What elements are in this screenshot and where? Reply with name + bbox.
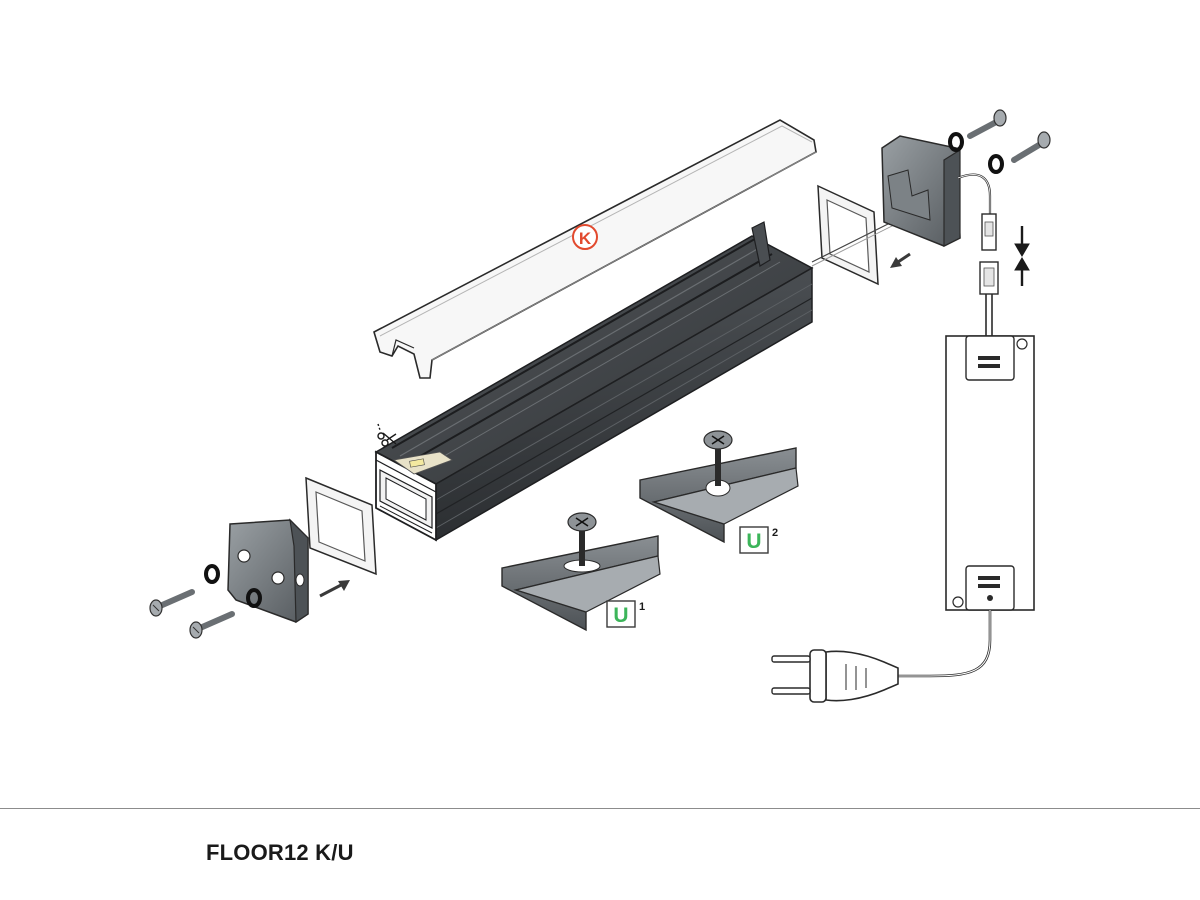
- power-cable-to-profile: [811, 217, 901, 267]
- scissors-icon: [377, 423, 397, 447]
- mount-label-1-badge: U 1: [606, 600, 645, 628]
- mounting-clip-1: [501, 512, 661, 632]
- connector-male: [981, 213, 997, 251]
- mount-label-2-index: 2: [772, 527, 778, 539]
- connect-arrows-icon: [1014, 226, 1030, 286]
- right-gasket: [817, 184, 879, 286]
- diffuser-cover: [373, 119, 817, 379]
- left-end-cap: [227, 518, 309, 624]
- product-title: FLOOR12 K/U: [206, 840, 354, 865]
- arrow-icon: [890, 252, 911, 268]
- screw-icon: [967, 109, 1051, 163]
- cover-label: K: [579, 229, 592, 248]
- washer-icon: [204, 564, 262, 608]
- mount-label-2: U: [746, 530, 761, 553]
- mount-label-2-badge: U 2: [739, 526, 778, 554]
- washer-icon: [948, 132, 1004, 174]
- footer-divider: [0, 808, 1200, 809]
- cover-label-badge: K: [572, 224, 598, 250]
- mount-label-1: U: [613, 604, 628, 627]
- right-end-cap: [881, 135, 961, 247]
- screw-icon: [149, 589, 235, 639]
- connector-female: [979, 261, 999, 338]
- power-supply: [945, 335, 1035, 611]
- aluminium-profile: [374, 221, 814, 542]
- cable-to-connector: [957, 173, 992, 214]
- mounting-clip-2: [639, 430, 799, 544]
- left-gasket: [305, 476, 377, 576]
- mains-cable: [898, 610, 992, 678]
- plug-icon: [771, 649, 899, 703]
- mount-label-1-index: 1: [639, 601, 645, 613]
- arrow-icon: [319, 580, 350, 598]
